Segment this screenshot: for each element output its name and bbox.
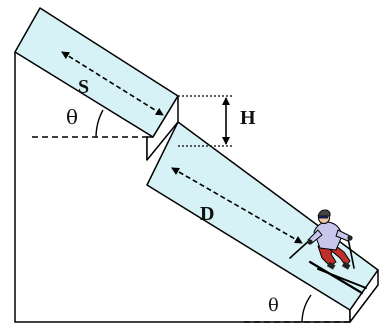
upper-slope-length-label: S [78, 76, 89, 98]
lower-angle-label: θ [268, 295, 279, 316]
slope-end-face [349, 269, 379, 323]
upper-slope-length-arrow [61, 51, 164, 116]
step-height-dimension [178, 95, 232, 147]
upper-angle-label: θ [66, 105, 78, 129]
upper-angle-arc [95, 109, 104, 138]
lower-slope-length-label: D [200, 203, 214, 225]
upper-slope [14, 7, 179, 138]
skier-icon [289, 209, 367, 295]
lower-slope-length-arrow [171, 167, 303, 244]
lower-angle-arc [301, 294, 312, 323]
step-height-label: H [240, 107, 256, 129]
